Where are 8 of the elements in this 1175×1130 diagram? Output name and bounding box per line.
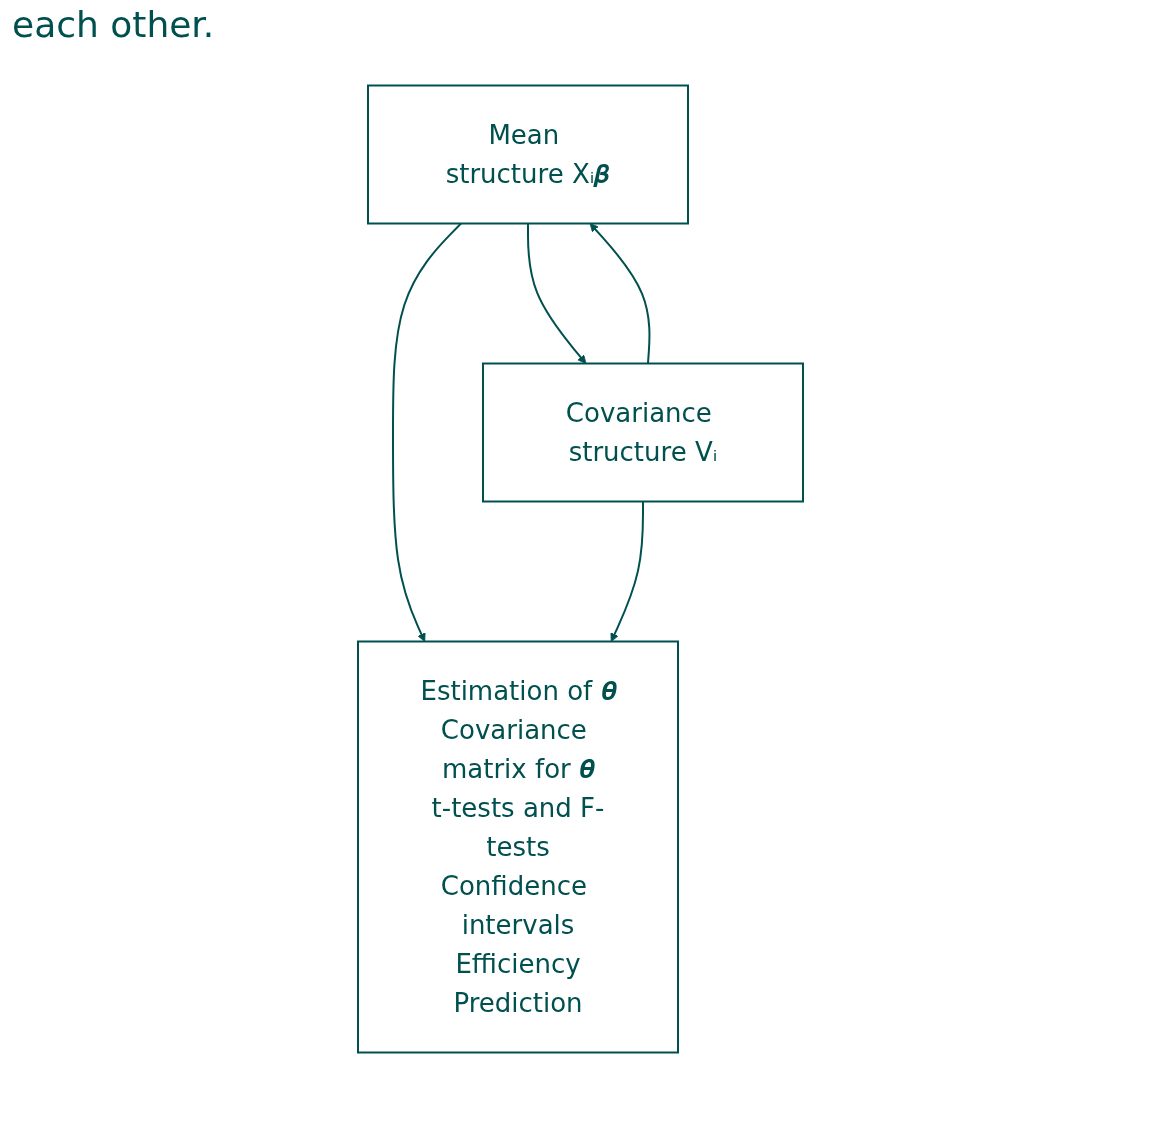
node-box: Covariance structure Vᵢ (481, 362, 804, 503)
arrow (391, 222, 462, 642)
node-box: Mean structure Xᵢ𝜷 (366, 84, 689, 225)
note-text: each other. (12, 4, 216, 45)
arrow (610, 500, 644, 642)
node-box: Estimation of 𝜽 Covariance matrix for 𝜽̂ t-tests and F-tests Confidence intervals Efficiency Prediction (356, 640, 679, 1054)
arrow (589, 223, 650, 365)
arrow (526, 222, 586, 364)
